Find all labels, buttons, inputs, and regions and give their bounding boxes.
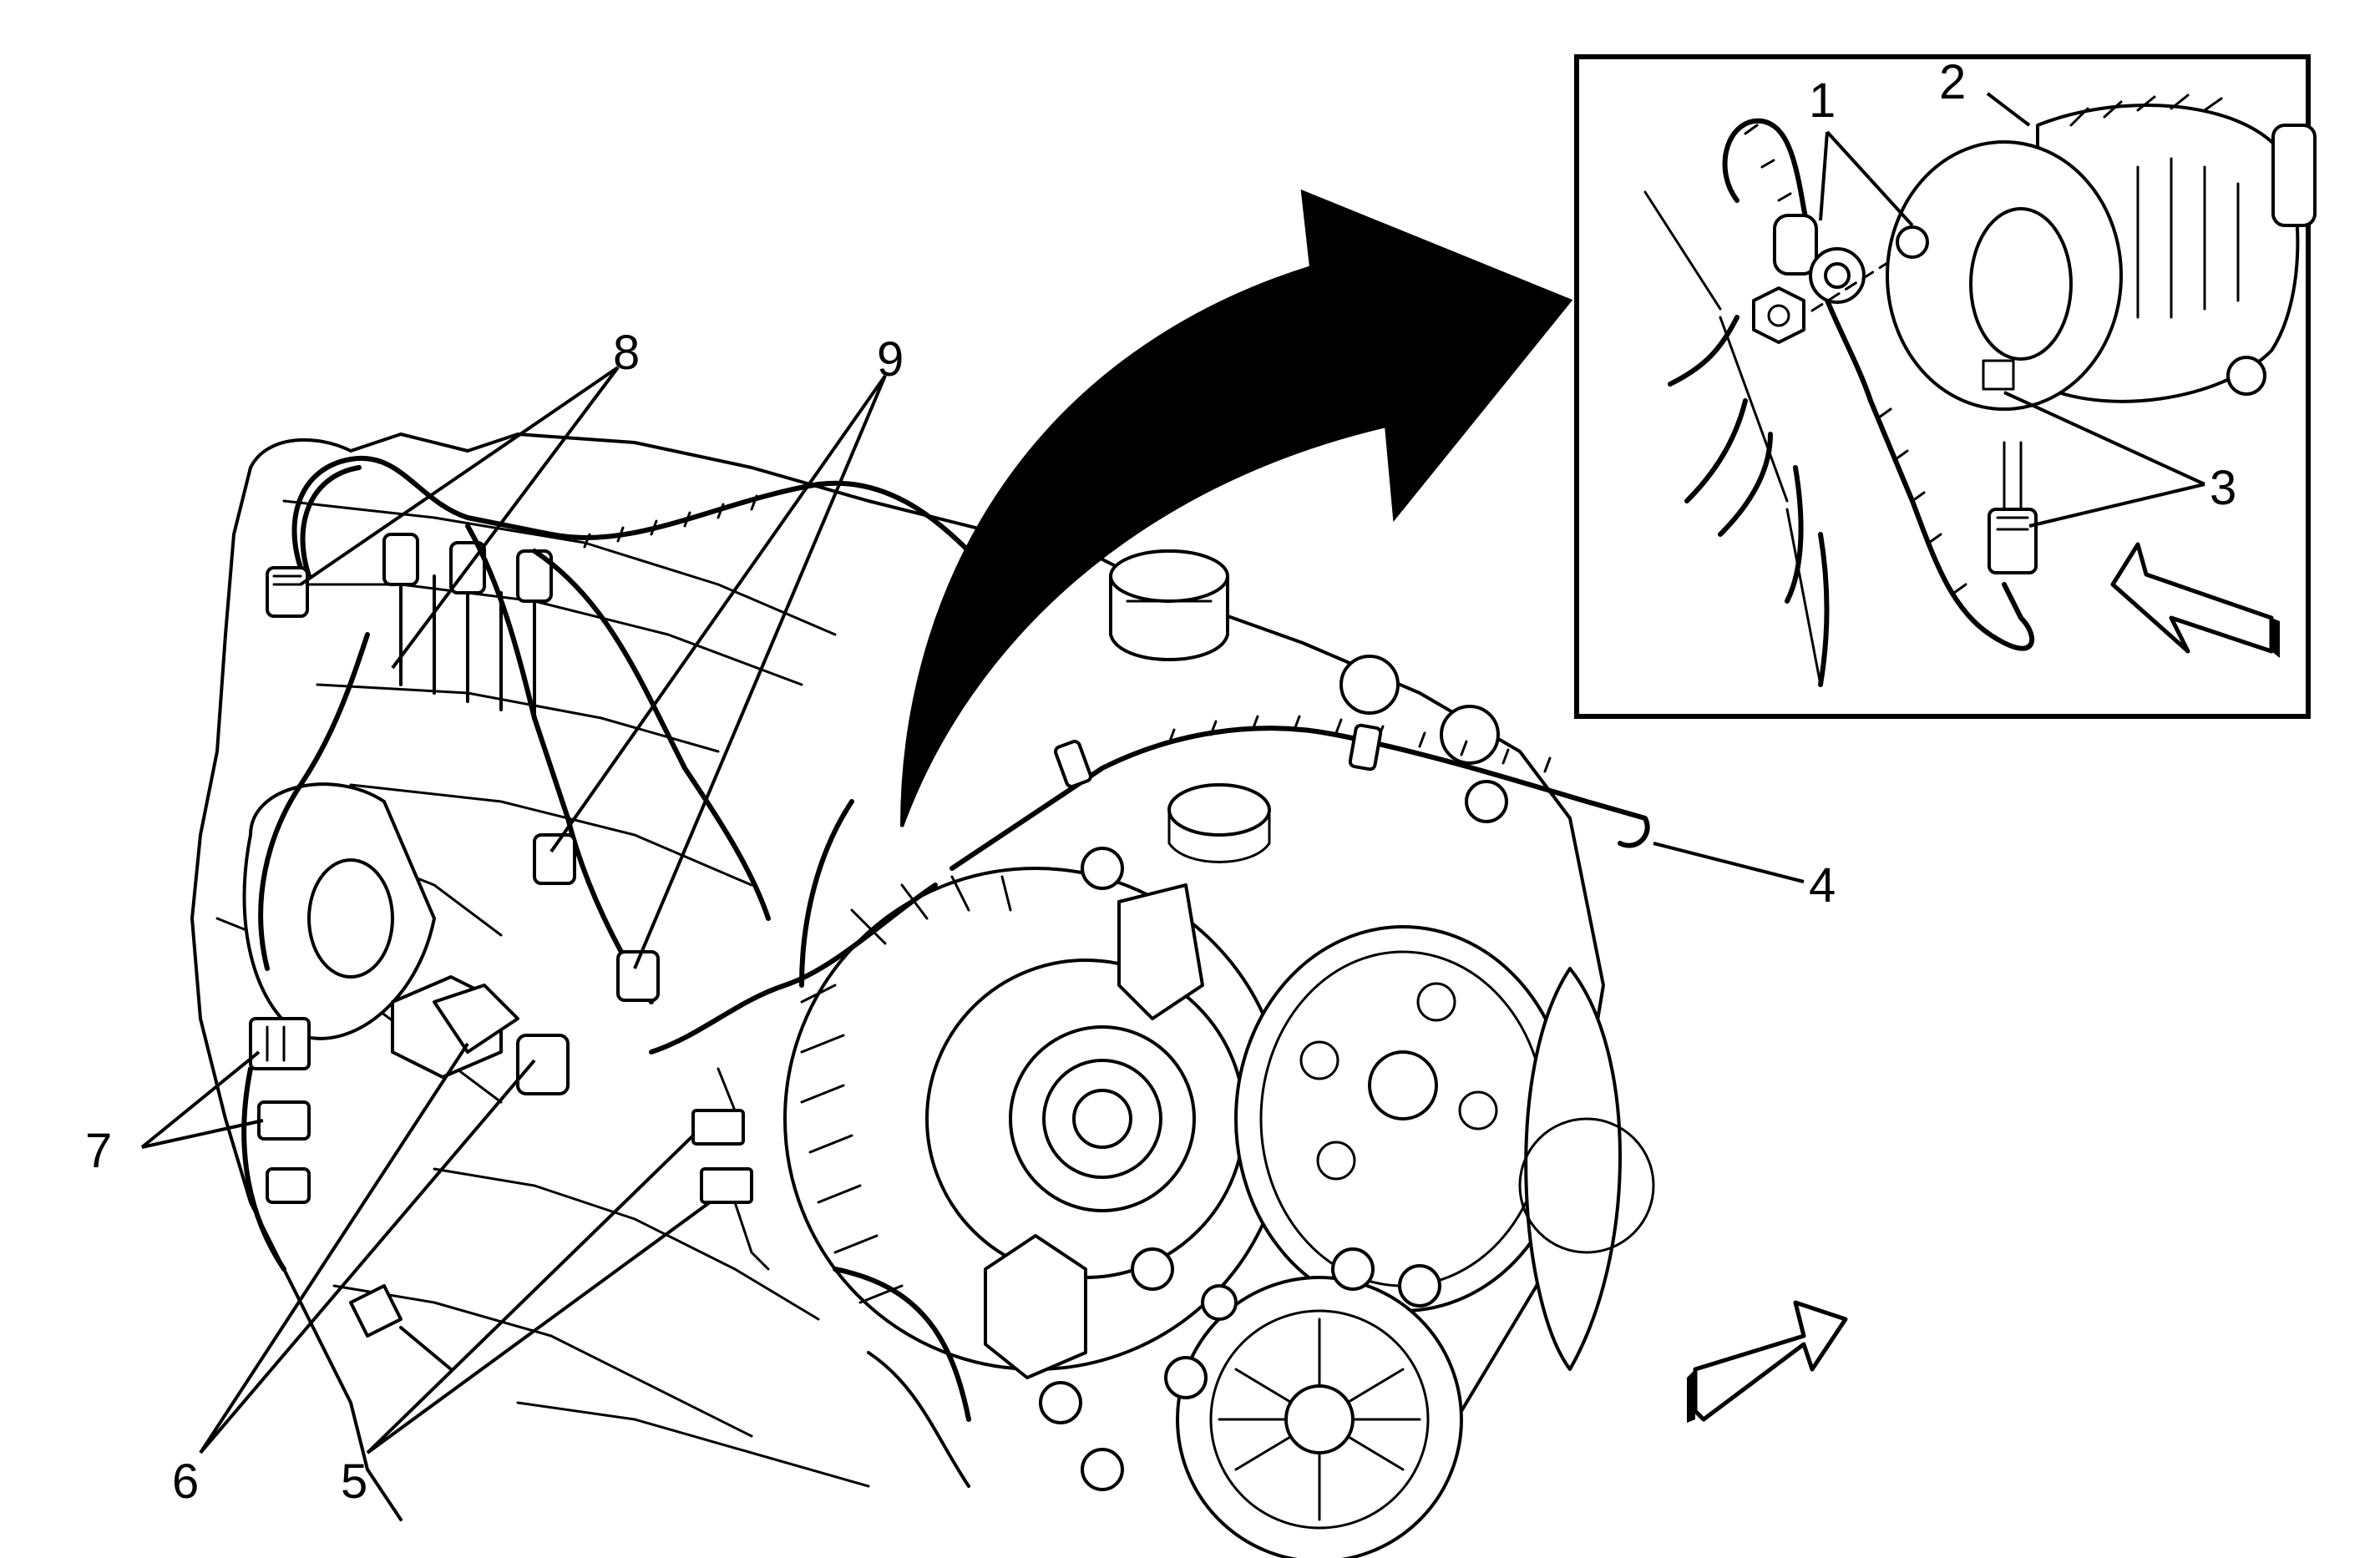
callout-1: 1 xyxy=(1809,73,1836,128)
callout-9: 9 xyxy=(877,332,904,387)
connector-group-9 xyxy=(533,833,660,1002)
connector-group-7 xyxy=(249,1017,311,1204)
view-direction-arrow-main xyxy=(1687,1300,1848,1423)
connector-group-6 xyxy=(433,984,570,1095)
connector-group-8 xyxy=(266,566,309,618)
callout-5: 5 xyxy=(341,1454,367,1509)
engine-drawing xyxy=(190,432,1655,1558)
ps-pulley xyxy=(1234,925,1572,1313)
curved-arrow-icon xyxy=(900,189,1573,827)
callout-2: 2 xyxy=(1939,55,1966,109)
connector-group-5 xyxy=(691,1067,770,1271)
callout-labels: 1 2 3 4 5 6 7 8 9 xyxy=(85,55,2236,1509)
wiring-harness xyxy=(241,455,1650,1272)
callout-7: 7 xyxy=(85,1124,112,1178)
callout-8: 8 xyxy=(613,326,640,380)
crank-pulley xyxy=(1176,1276,1463,1558)
detail-inset xyxy=(1574,54,2317,719)
callout-6: 6 xyxy=(172,1454,199,1509)
leader-lines xyxy=(140,92,2205,1454)
callout-3: 3 xyxy=(2210,461,2236,515)
callout-4: 4 xyxy=(1809,858,1836,913)
alternator-inset xyxy=(1886,94,2317,411)
bolts xyxy=(1039,847,1441,1491)
